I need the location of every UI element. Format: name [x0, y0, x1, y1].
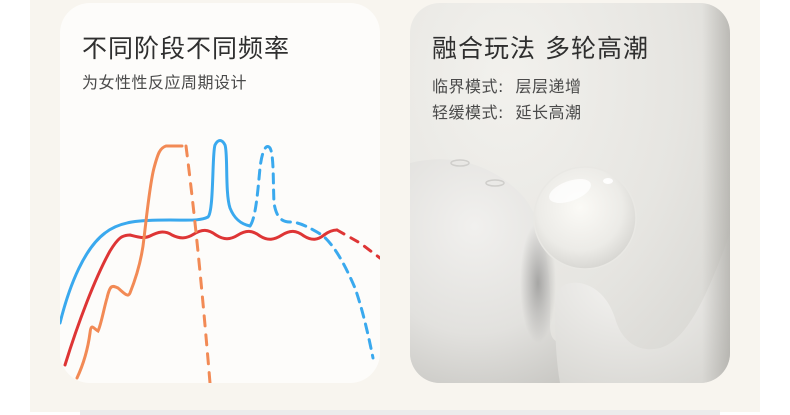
- product-button-icon: [450, 159, 470, 167]
- product-image: [410, 159, 730, 383]
- product-body: [410, 159, 625, 383]
- mode-value: 延长高潮: [515, 103, 582, 122]
- frequency-card-subtitle: 为女性性反应周期设计: [82, 73, 248, 92]
- blue-curve-solid: [60, 139, 252, 325]
- multi-orgasm-card: 融合玩法 多轮高潮 临界模式: 层层递增 轻缓模式: 延长高潮: [410, 3, 730, 383]
- mode-label: 轻缓模式:: [432, 103, 504, 122]
- product-button-icon: [485, 179, 505, 187]
- next-section-edge: [80, 410, 720, 415]
- mode-value: 层层递增: [515, 77, 582, 96]
- product-arm: [555, 233, 730, 383]
- card-edge-shade: [702, 3, 730, 383]
- mode-label: 临界模式:: [432, 77, 504, 96]
- mode-line-gentle: 轻缓模式: 延长高潮: [432, 99, 582, 123]
- response-curves-illustration: [60, 139, 380, 383]
- red-curve-dashed: [335, 228, 380, 260]
- orange-curve-solid: [75, 144, 184, 380]
- frequency-card: 不同阶段不同频率 为女性性反应周期设计: [60, 3, 380, 383]
- frequency-card-title: 不同阶段不同频率: [82, 34, 291, 63]
- blue-curve-dashed: [248, 145, 375, 360]
- red-curve-solid: [63, 228, 339, 367]
- orange-curve-dashed: [184, 144, 212, 383]
- multi-orgasm-card-title: 融合玩法 多轮高潮: [432, 34, 649, 63]
- mode-line-edging: 临界模式: 层层递增: [432, 73, 582, 97]
